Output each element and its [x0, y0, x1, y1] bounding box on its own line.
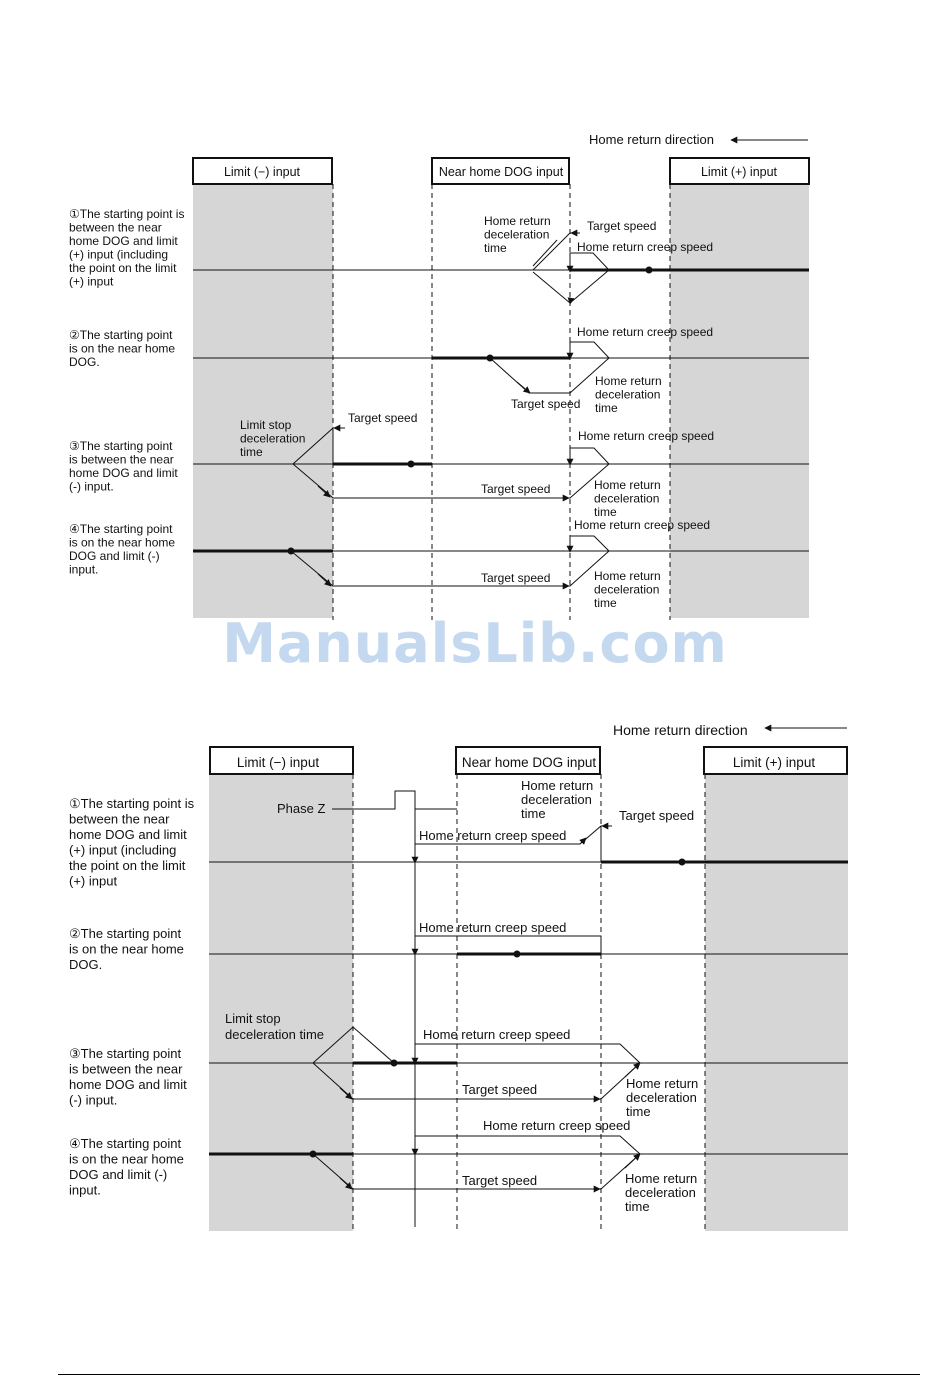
row1-target-speed-label-2: Target speed [619, 808, 694, 823]
row4-decel-arrow-2 [624, 1153, 641, 1169]
row4-reverse-arrow [317, 573, 332, 587]
limit-minus-shade [193, 184, 333, 618]
row3-creep-speed-label-2: Home return creep speed [423, 1027, 570, 1042]
limit-minus-shade-2 [209, 774, 353, 1231]
row2-creep-speed-label-2: Home return creep speed [419, 920, 566, 935]
row4-target-speed-label: Target speed [481, 571, 550, 585]
limit-plus-header-label: Limit (+) input [701, 165, 778, 179]
row2-target-speed-label: Target speed [511, 397, 580, 411]
row1-start-point [645, 266, 653, 274]
row2-speed-profile-2 [414, 935, 602, 954]
limit-plus-header-label-2: Limit (+) input [733, 755, 815, 770]
row1-creep-profile [569, 252, 610, 271]
near-dog-header-box-2 [455, 746, 601, 775]
row1-target-speed-label: Target speed [587, 219, 656, 233]
row4-creep-speed-label: Home return creep speed [574, 518, 710, 532]
row3-creep-speed-label: Home return creep speed [578, 429, 714, 443]
limit-minus-header-label: Limit (−) input [224, 165, 301, 179]
row2-start-point-2 [513, 950, 521, 958]
row1-decel-arrow-2 [579, 837, 587, 845]
phase-z-signal [332, 790, 457, 810]
row3-target-speed2-label: Target speed [481, 482, 550, 496]
limit-plus-shade-2 [705, 774, 848, 1231]
near-dog-header-label: Near home DOG input [439, 165, 564, 179]
row4-target-speed-label-2: Target speed [462, 1173, 537, 1188]
row1-creep-speed-label-2: Home return creep speed [419, 828, 566, 843]
direction-label: Home return direction [589, 132, 714, 147]
row3-speed-profile [292, 426, 610, 499]
near-dog-header-box [431, 157, 570, 185]
direction-label-2: Home return direction [613, 722, 748, 738]
row4-creep-speed-label-2: Home return creep speed [483, 1118, 630, 1133]
row3-speed-profile-2 [312, 1026, 641, 1100]
watermark-text: ManualsLib.com [222, 612, 728, 675]
limit-plus-shade [670, 184, 809, 618]
row1-decel-leader [532, 239, 558, 267]
limit-minus-header-box [192, 157, 333, 185]
row2-creep-speed-label: Home return creep speed [577, 325, 713, 339]
row4-speed-profile [290, 535, 610, 587]
row1-return-arrow [567, 297, 575, 305]
row3-decel-arrow-2 [624, 1062, 641, 1078]
limit-minus-header-box-2 [209, 746, 354, 775]
row4-reverse-arrow-2 [339, 1177, 353, 1190]
row1-creep-speed-label: Home return creep speed [577, 240, 713, 254]
row3-reverse-arrow [317, 485, 331, 498]
footer-rule [58, 1374, 920, 1375]
limit-plus-header-box-2 [703, 746, 848, 775]
row3-reverse-arrow-2 [339, 1087, 353, 1100]
near-dog-header-label-2: Near home DOG input [462, 755, 597, 770]
limit-plus-header-box [669, 157, 810, 185]
row2-target-arrow [516, 381, 531, 394]
phase-z-label: Phase Z [277, 801, 325, 816]
row3-target-speed-label-2: Target speed [462, 1082, 537, 1097]
row3-target-speed-label: Target speed [348, 411, 417, 425]
limit-minus-header-label-2: Limit (−) input [237, 755, 319, 770]
row2-speed-profile [489, 341, 610, 394]
